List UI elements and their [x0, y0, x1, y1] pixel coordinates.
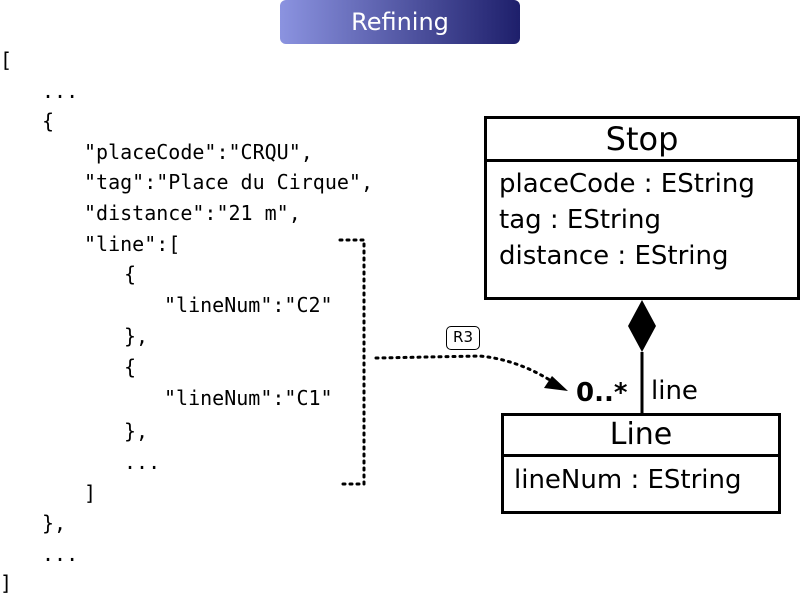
line-attributes: lineNum : EString — [504, 457, 778, 503]
line-class-name: Line — [504, 416, 778, 457]
stop-class-name: Stop — [487, 119, 797, 162]
stop-attributes: placeCode : EString tag : EString distan… — [487, 162, 797, 278]
multiplicity-label: 0..* — [576, 378, 628, 408]
code-line: "line":[ — [84, 232, 181, 256]
line-class-box: Line lineNum : EString — [501, 413, 781, 514]
code-line: "distance":"21 m", — [84, 201, 301, 225]
title-text: Refining — [351, 8, 449, 36]
code-line: { — [124, 262, 137, 286]
stop-attribute: tag : EString — [499, 205, 661, 235]
stop-class-box: Stop placeCode : EString tag : EString d… — [484, 116, 800, 300]
code-line: ] — [84, 481, 97, 505]
code-line: }, — [42, 511, 67, 535]
code-line: ] — [0, 571, 13, 595]
code-line: "lineNum":"C1" — [164, 386, 333, 410]
json-code-block: [ ... { "placeCode":"CRQU", "tag":"Place… — [0, 48, 373, 595]
code-line: }, — [124, 324, 149, 348]
stop-attribute: placeCode : EString — [499, 169, 755, 199]
line-array-bracket — [338, 238, 366, 486]
mapping-arrowhead — [544, 376, 568, 391]
code-line: { — [124, 355, 137, 379]
rule-tag: R3 — [446, 326, 480, 350]
title-banner: Refining — [280, 0, 520, 44]
code-line: "lineNum":"C2" — [164, 293, 333, 317]
code-line: "tag":"Place du Cirque", — [84, 170, 373, 194]
code-line: "placeCode":"CRQU", — [84, 140, 313, 164]
code-line: [ — [0, 48, 13, 72]
code-line: }, — [124, 419, 149, 443]
code-line: ... — [42, 79, 79, 103]
role-label: line — [651, 376, 698, 406]
line-attribute: lineNum : EString — [514, 465, 742, 495]
rule-label: R3 — [453, 328, 473, 346]
stop-attribute: distance : EString — [499, 241, 729, 271]
composition-diamond — [628, 300, 656, 352]
code-line: ... — [124, 450, 161, 474]
code-line: ... — [42, 542, 79, 566]
code-line: { — [42, 109, 55, 133]
mapping-arrow — [374, 354, 558, 386]
